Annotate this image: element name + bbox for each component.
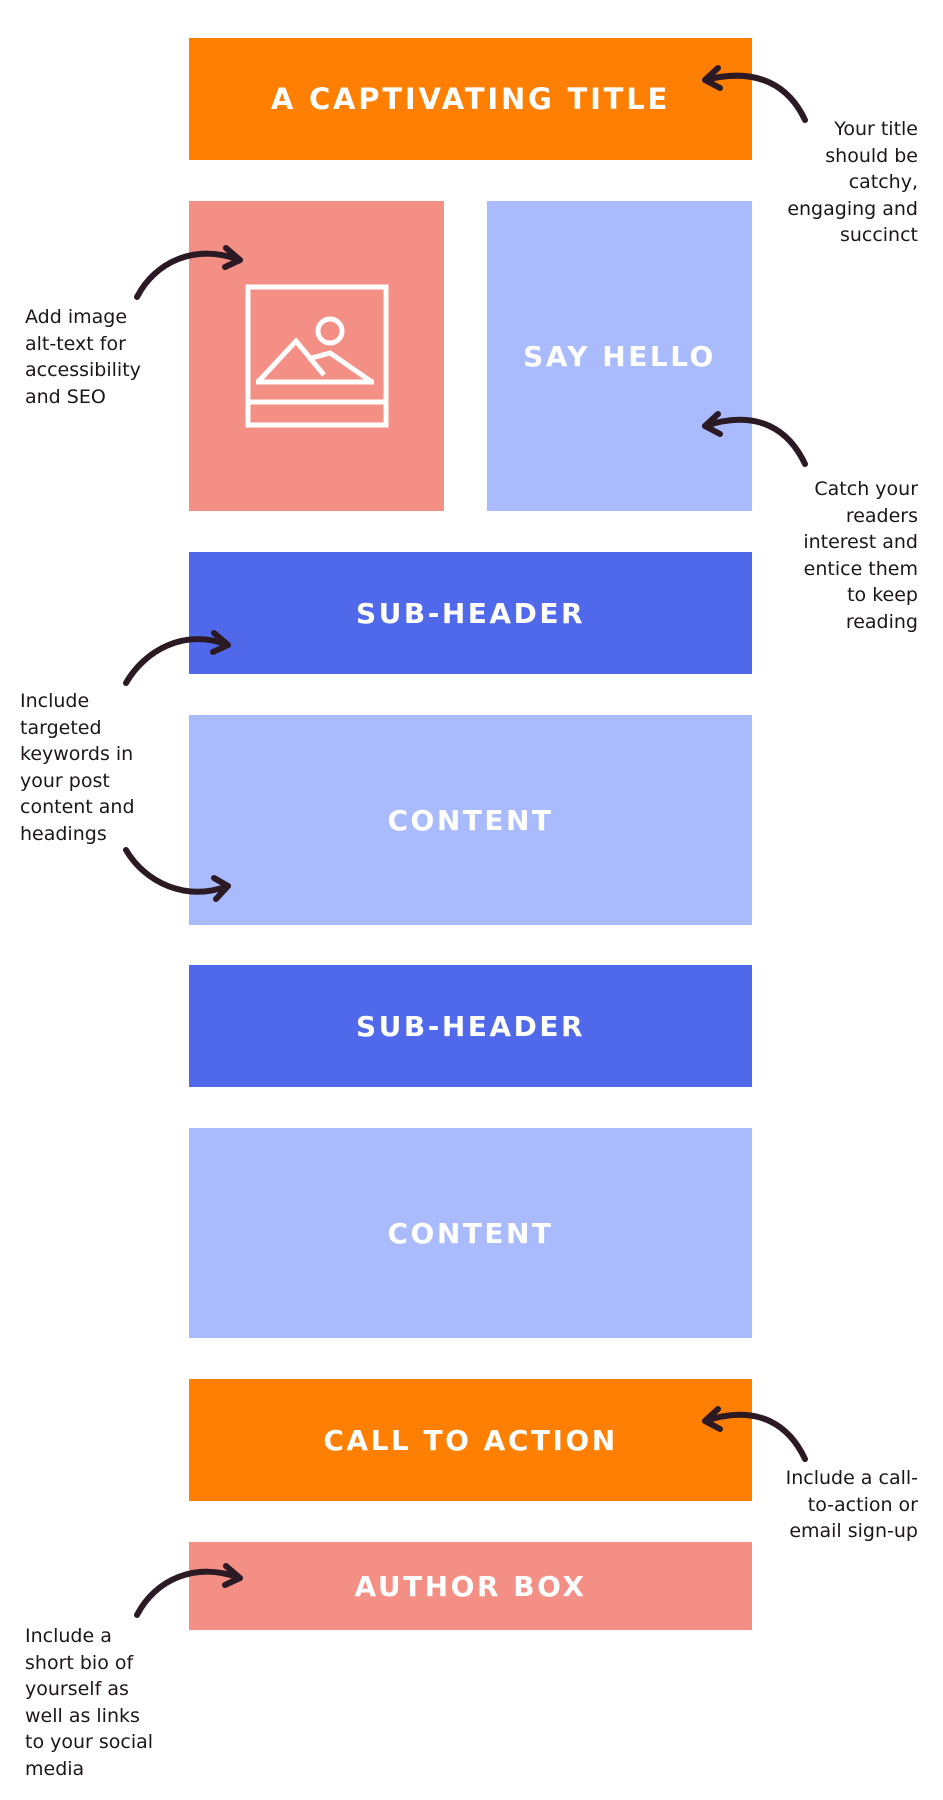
subheader-label-2: SUB-HEADER — [355, 1009, 586, 1043]
subheader-label-1: SUB-HEADER — [355, 596, 586, 630]
title-label: A CAPTIVATING TITLE — [270, 82, 671, 116]
annotation-hello: Catch your readers interest and entice t… — [803, 478, 918, 633]
arrow-icon-cta — [702, 1406, 808, 1462]
annotation-title: Your title should be catchy, engaging an… — [787, 118, 918, 246]
call-to-action-block: CALL TO ACTION — [189, 1379, 752, 1501]
content-block-1: CONTENT — [189, 715, 752, 925]
author-box-label: AUTHOR BOX — [354, 1569, 587, 1603]
subheader-block-2: SUB-HEADER — [189, 965, 752, 1087]
call-to-action-label: CALL TO ACTION — [323, 1423, 618, 1457]
arrow-icon-author — [134, 1563, 243, 1618]
arrow-icon-content — [123, 847, 231, 902]
content-label-2: CONTENT — [387, 1216, 554, 1250]
author-box-block: AUTHOR BOX — [189, 1542, 752, 1630]
annotation-keywords: Include targeted keywords in your post c… — [20, 690, 135, 845]
annotation-author: Include a short bio of yourself as well … — [25, 1625, 154, 1780]
arrow-icon-hello — [702, 411, 808, 467]
title-block: A CAPTIVATING TITLE — [189, 38, 752, 160]
arrow-icon-title — [702, 65, 808, 123]
subheader-block-1: SUB-HEADER — [189, 552, 752, 674]
say-hello-label: SAY HELLO — [523, 339, 716, 373]
image-icon — [245, 284, 388, 428]
say-hello-block: SAY HELLO — [487, 201, 752, 511]
content-label-1: CONTENT — [387, 803, 554, 837]
content-block-2: CONTENT — [189, 1128, 752, 1338]
arrow-icon-image — [134, 245, 243, 300]
annotation-image: Add image alt-text for accessibility and… — [25, 306, 141, 408]
annotation-cta: Include a call- to-action or email sign-… — [785, 1467, 918, 1542]
arrow-icon-subheader — [123, 630, 231, 686]
